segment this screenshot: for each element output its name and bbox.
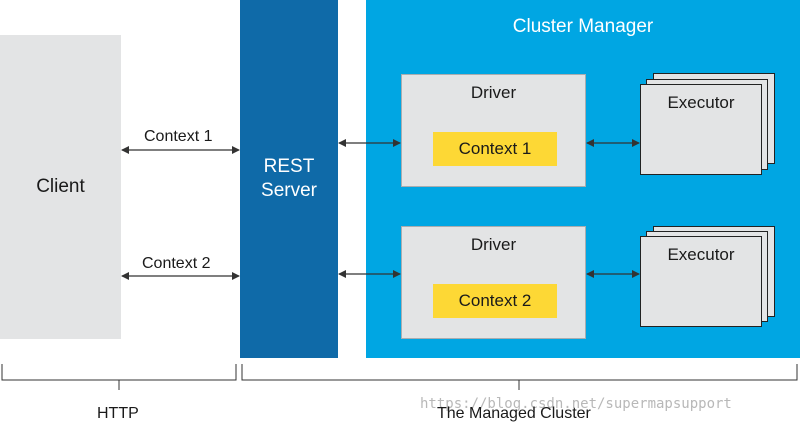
cluster-manager-title: Cluster Manager: [512, 16, 654, 37]
driver-label-1: Driver: [470, 83, 517, 102]
driver-context-box-2: Context 2: [433, 284, 557, 318]
driver-box-1: Driver Context 1: [401, 74, 586, 187]
connection-label-context1: Context 1: [144, 128, 213, 145]
rest-server-label-line1: REST: [263, 156, 315, 177]
executor-box-2: Executor: [640, 236, 762, 327]
http-label: HTTP: [97, 405, 139, 422]
executor-label-1: Executor: [667, 93, 735, 112]
client-label: Client: [36, 176, 85, 197]
watermark-text: https://blog.csdn.net/supermapsupport: [420, 396, 732, 412]
driver-box-2: Driver Context 2: [401, 226, 586, 339]
http-brace: [1, 364, 237, 390]
rest-server-label-line2: Server: [261, 180, 317, 201]
driver-label-2: Driver: [470, 235, 517, 254]
executor-box-1: Executor: [640, 84, 762, 175]
managed-cluster-brace: [241, 364, 798, 390]
rest-server-box: REST Server: [240, 0, 338, 358]
driver-context-label-2: Context 2: [458, 291, 532, 310]
managed-cluster-label: The Managed Cluster: [437, 405, 591, 422]
driver-context-label-1: Context 1: [458, 139, 532, 158]
client-box: Client: [0, 35, 121, 339]
driver-context-box-1: Context 1: [433, 132, 557, 166]
connection-label-context2: Context 2: [142, 255, 211, 272]
executor-label-2: Executor: [667, 245, 735, 264]
